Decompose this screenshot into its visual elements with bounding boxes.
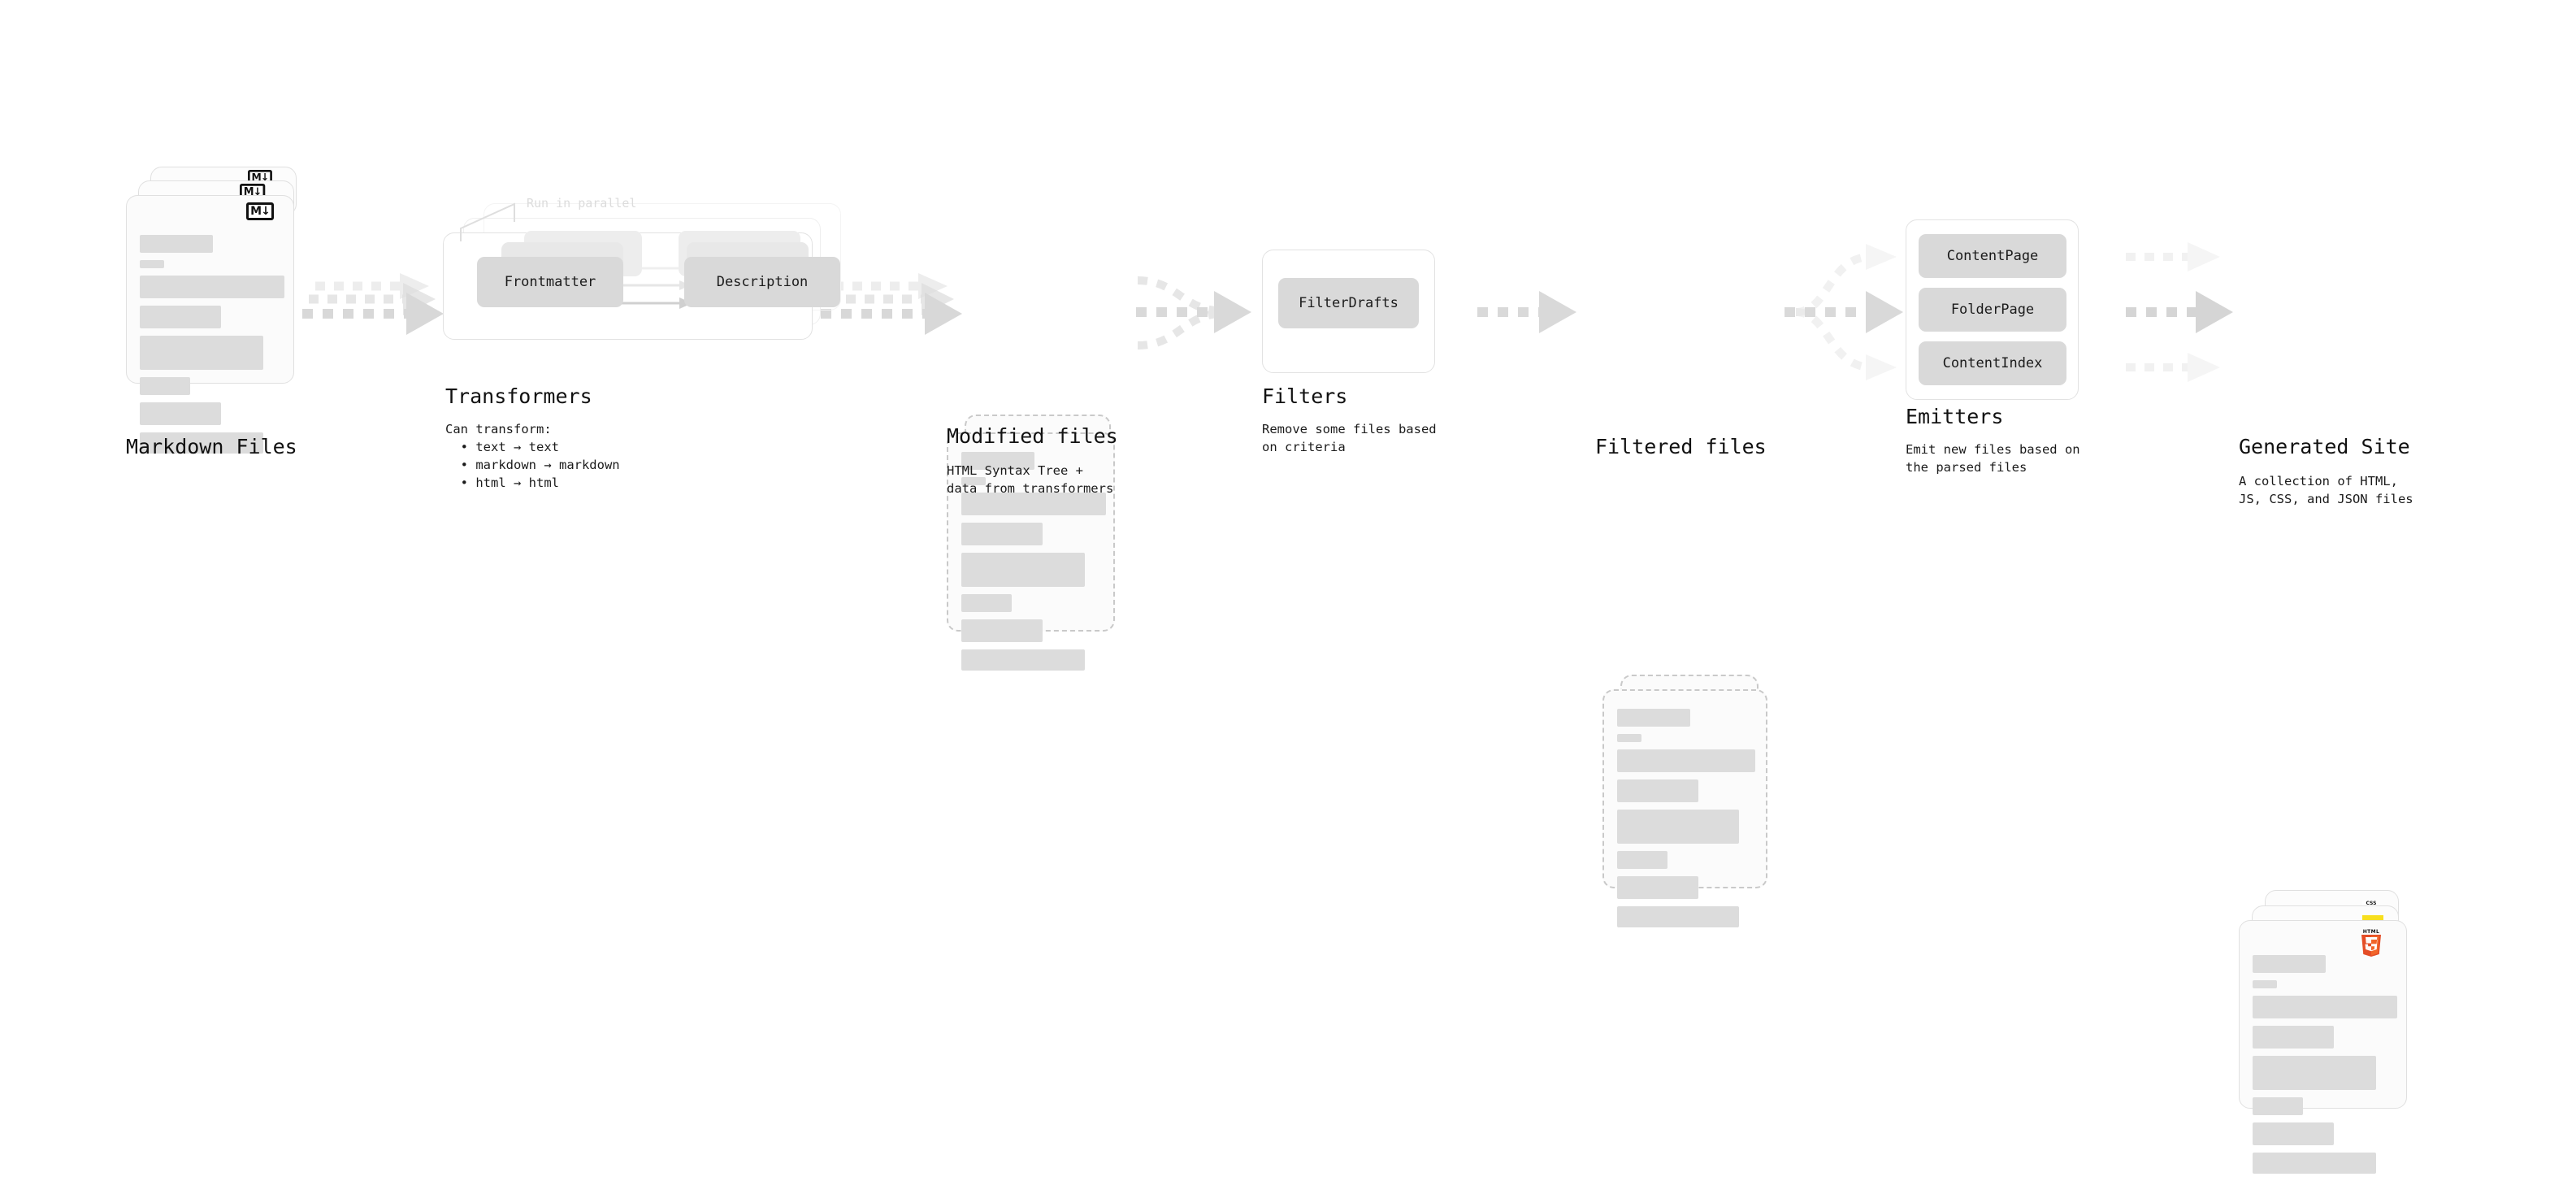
skeleton-bar [2253,1056,2376,1090]
skeleton-bar [1617,749,1755,772]
skeleton-bar [2253,996,2397,1018]
stage-subtitle-generated-site: A collection of HTML,JS, CSS, and JSON f… [2239,474,2413,506]
transformer-chip-description[interactable]: Description [684,257,840,307]
filtered-card-skeleton [1617,709,1755,935]
run-in-parallel-label: Run in parallel [527,196,637,211]
skeleton-bar [140,402,221,425]
stage-title-modified-files: Modified files [947,424,1118,448]
connector-emitters-to-site [2126,242,2233,382]
skeleton-bar [140,235,213,253]
emitter-chip-contentindex[interactable]: ContentIndex [1919,341,2066,385]
stage-title-filtered-files: Filtered files [1595,435,1767,458]
skeleton-bar [961,649,1085,671]
skeleton-bar [961,452,1034,470]
markdown-card-skeleton [140,235,284,461]
stage-title-transformers: Transformers [445,384,592,408]
stage-filtered-files [1602,675,1789,927]
skeleton-bar [1617,851,1667,869]
markdown-icon-letter: M [243,185,254,198]
stage-modified-files [947,415,1134,671]
markdown-icon-arrow: ↓ [253,185,262,198]
connectors-layer [302,242,2233,382]
skeleton-bar [2253,1026,2334,1049]
markdown-icon-arrow: ↓ [260,172,269,184]
skeleton-bar [2253,980,2277,988]
filter-chip-filterdrafts[interactable]: FilterDrafts [1278,278,1419,328]
stage-title-emitters: Emitters [1906,405,2004,428]
stage-transformers: Frontmatter Description [443,203,849,366]
skeleton-bar [961,619,1043,642]
run-in-parallel-bracket [460,202,515,241]
skeleton-bar [140,377,190,395]
markdown-card-front[interactable] [126,195,294,454]
stage-generated-site: CSS HTML [2239,890,2442,1174]
connector-transformers-to-modified [821,273,962,335]
skeleton-bar [1617,906,1739,927]
markdown-icon-letter: M [251,172,262,184]
transformer-chip-frontmatter[interactable]: Frontmatter [477,257,623,307]
markdown-icon-arrow: ↓ [261,205,271,218]
skeleton-bar [140,432,263,454]
skeleton-bar [961,523,1043,545]
skeleton-bar [140,276,284,298]
skeleton-bar [140,260,164,268]
markdown-icon: M↓ [246,202,274,220]
diagram-canvas: M↓ M↓ M↓ Markdown Files [126,167,2413,1174]
modified-card-skeleton [961,452,1106,678]
stage-emitters: ContentPage FolderPage ContentIndex [1906,219,2109,406]
svg-text:HTML: HTML [2363,929,2379,935]
site-card-skeleton [2253,955,2397,1181]
skeleton-bar [140,306,221,328]
connector-filters-to-filtered [1477,291,1576,333]
filtered-card-front[interactable] [1602,689,1767,927]
stage-filters: FilterDrafts [1262,250,1441,380]
skeleton-bar [961,477,986,485]
stage-title-filters: Filters [1262,384,1348,408]
skeleton-bar [1617,810,1739,844]
stage-title-generated-site: Generated Site [2239,435,2410,458]
skeleton-bar [2253,1153,2376,1174]
skeleton-bar [961,594,1012,612]
skeleton-bar [1617,709,1690,727]
skeleton-bar [1617,876,1698,899]
connector-filtered-to-emitters [1785,244,1903,380]
connector-md-to-transformers [302,273,444,335]
modified-card-front[interactable] [947,432,1115,671]
skeleton-bar [1617,734,1641,742]
stage-title-markdown-files: Markdown Files [126,435,297,458]
skeleton-bar [2253,955,2326,973]
markdown-icon-letter: M [250,205,262,218]
skeleton-bar [140,336,263,370]
skeleton-bar [961,553,1085,587]
emitter-chip-folderpage[interactable]: FolderPage [1919,288,2066,332]
emitter-chip-contentpage[interactable]: ContentPage [1919,234,2066,278]
html5-icon: HTML [2359,927,2383,957]
connector-modified-to-filters [1136,276,1251,350]
skeleton-bar [2253,1122,2334,1145]
skeleton-bar [2253,1097,2303,1115]
skeleton-bar [1617,779,1698,802]
stage-markdown-files: M↓ M↓ M↓ [126,167,313,454]
skeleton-bar [961,493,1106,515]
stage-subtitle-transformers: Can transform: • text → text • markdown … [445,422,620,490]
stage-subtitle-modified-files: HTML Syntax Tree +data from transformers [947,463,1114,496]
